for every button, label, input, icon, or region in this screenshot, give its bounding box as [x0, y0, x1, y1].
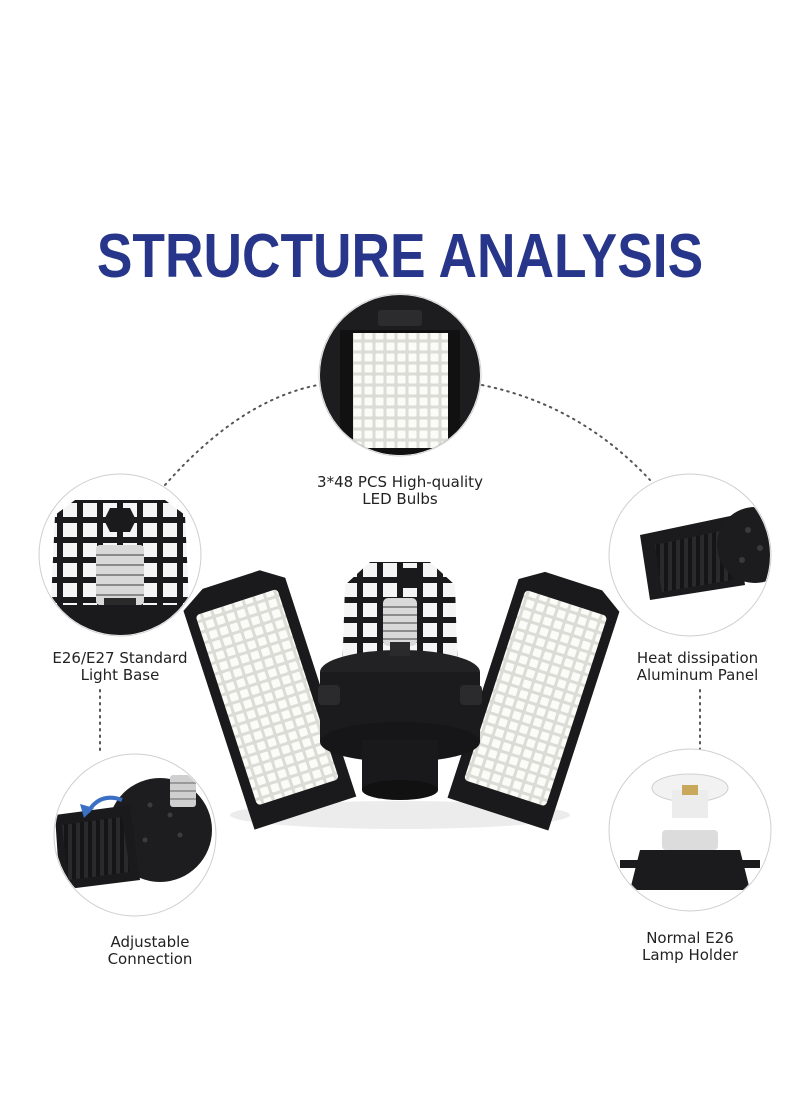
caption-lamp-holder: Normal E26 Lamp Holder	[600, 930, 780, 964]
caption-heat-panel: Heat dissipation Aluminum Panel	[600, 650, 795, 684]
caption-led-bulbs: 3*48 PCS High-quality LED Bulbs	[300, 474, 500, 508]
caption-line: LED Bulbs	[362, 490, 438, 508]
page-title: STRUCTURE ANALYSIS	[96, 222, 704, 291]
adjustable-detail	[53, 753, 217, 917]
caption-line: Aluminum Panel	[636, 666, 759, 684]
lamp-holder-detail	[608, 748, 772, 912]
caption-line: Heat dissipation	[636, 649, 759, 667]
caption-line: Adjustable	[110, 933, 190, 951]
caption-line: Normal E26	[646, 929, 734, 947]
dotted-connector	[99, 384, 701, 756]
caption-line: Light Base	[80, 666, 160, 684]
caption-light-base: E26/E27 Standard Light Base	[30, 650, 210, 684]
led-bulbs-detail	[318, 293, 482, 457]
caption-line: Connection	[107, 950, 193, 968]
product-image	[183, 562, 620, 831]
caption-line: Lamp Holder	[642, 946, 738, 964]
light-base-detail	[38, 473, 202, 637]
heat-panel-detail	[608, 473, 772, 637]
caption-adjustable: Adjustable Connection	[60, 934, 240, 968]
caption-line: E26/E27 Standard	[52, 649, 188, 667]
caption-line: 3*48 PCS High-quality	[317, 473, 483, 491]
